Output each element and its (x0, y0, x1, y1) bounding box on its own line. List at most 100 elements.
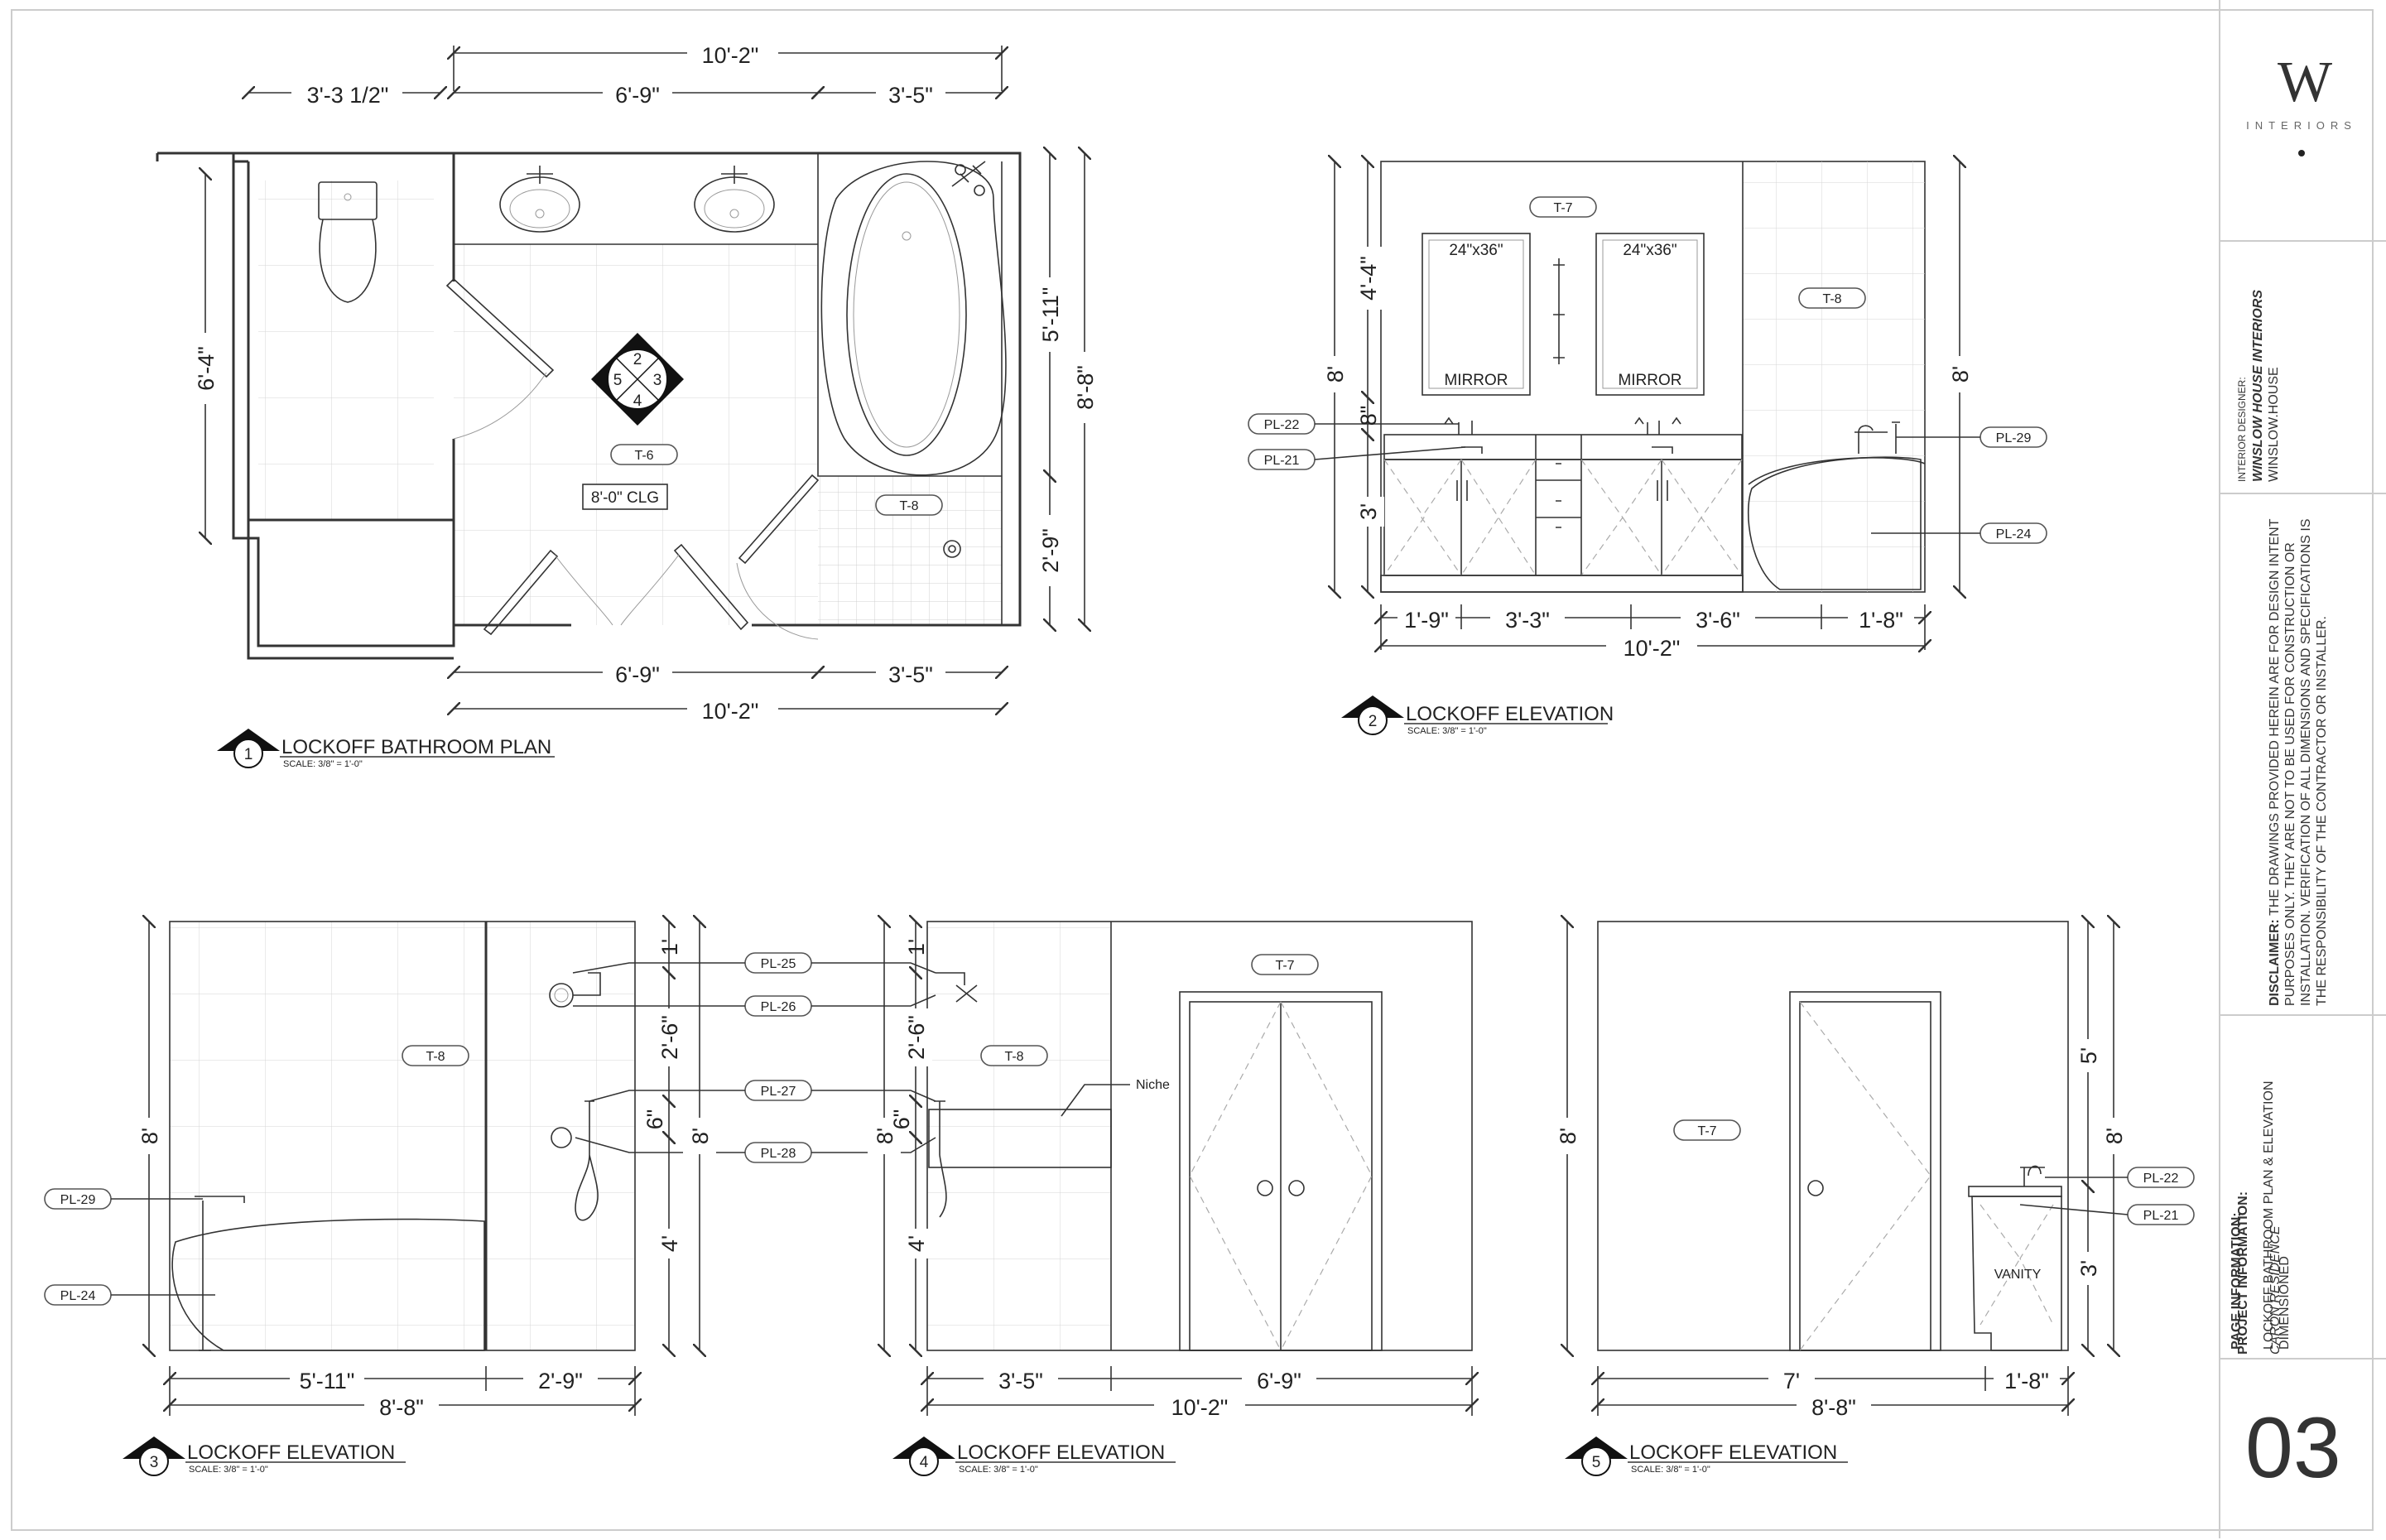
elev3-tub-filler (195, 1196, 245, 1351)
plan-shower-drain (943, 540, 961, 558)
plan-title: LOCKOFF BATHROOM PLAN (281, 736, 551, 758)
plan-sink-left (499, 166, 580, 233)
elev5-title: LOCKOFF ELEVATION (1629, 1441, 1837, 1464)
tag-pl29-elev3: PL-29 (60, 1193, 96, 1207)
elevation-2: 24"x36" MIRROR 24"x36" MIRROR (1248, 161, 2047, 736)
dim-elev2-b2: 3'-3" (1505, 608, 1550, 633)
niche (928, 1109, 1112, 1168)
dim-elev3-bottom: 8'-8" (379, 1395, 424, 1420)
plan-bathtub (820, 161, 1007, 476)
key-4: 4 (633, 392, 642, 410)
key-2: 2 (633, 351, 642, 368)
sheet-number: 03 (2245, 1400, 2341, 1496)
dim-elev2-b4: 1'-8" (1859, 608, 1903, 633)
tag-pl21-elev5: PL-21 (2143, 1209, 2179, 1223)
elev2-bathtub (1747, 421, 1926, 590)
dim-elev3-r4: 4' (657, 1235, 682, 1252)
elev5-door (1789, 991, 1941, 1351)
dim-elev2-right: 8' (1948, 366, 1973, 383)
mirror-right: 24"x36" MIRROR (1595, 233, 1705, 396)
dim-elev2-b1: 1'-9" (1404, 608, 1449, 633)
tag-t8-elev2: T-8 (1822, 292, 1841, 306)
ceiling-height-label: 8'-0" CLG (591, 489, 659, 507)
elev5-dimensions: 8' 5' 3' 8' 7' 1'-8" 8'-8" (1551, 922, 2130, 1420)
tag-t8-plan: T-8 (899, 499, 918, 513)
elev5-vanity: VANITY (1968, 1165, 2062, 1351)
elev5-scale: SCALE: 3/8" = 1'-0" (1631, 1465, 1710, 1475)
dim-elev4-l1: 1' (904, 939, 929, 955)
dim-elev2-vanity: 3' (1356, 503, 1381, 520)
elev3-view-title: 3 LOCKOFF ELEVATION SCALE: 3/8" = 1'-0" (123, 1437, 406, 1476)
elev2-title: LOCKOFF ELEVATION (1406, 703, 1614, 725)
disclaimer-label: DISCLAIMER: (2268, 919, 2282, 1006)
plan-sink-right (694, 166, 775, 233)
dim-plan-right-lower: 2'-9" (1038, 528, 1063, 573)
dim-plan-right-upper: 5'-11" (1038, 287, 1063, 343)
logo-dot-icon (2298, 150, 2305, 156)
designer-name: WINSLOW HOUSE INTERIORS (2251, 290, 2265, 482)
project-information: PROJECT INFORMATION: CARON RESIDENCE (2235, 1189, 2283, 1355)
tag-pl29-elev2: PL-29 (1996, 431, 2032, 445)
designer-info: INTERIOR DESIGNER: WINSLOW HOUSE INTERIO… (2234, 250, 2282, 482)
elevation-4: Niche T-7 T-8 8' 1' 2'-6" 6" (868, 922, 1472, 1476)
dim-plan-bottom-right: 3'-5" (888, 662, 933, 687)
plan-elevation-key: 2 3 4 5 (591, 333, 684, 426)
mirror-left-label: MIRROR (1444, 372, 1508, 389)
elev2-dimensions: 8' 4'-4" 8" 3' 8' 1'-9" 3'-3" 3'-6" 1'-8… (1318, 161, 1976, 661)
elev4-shower-head (936, 972, 978, 1003)
dim-plan-bottom-overall: 10'-2" (702, 699, 759, 724)
elev3-scale: SCALE: 3/8" = 1'-0" (189, 1465, 268, 1475)
key-3: 3 (653, 372, 662, 389)
plan-dimensions: 10'-2" 3'-3 1/2" 6'-9" 3'-5" 6'-4" 5'-11… (189, 40, 1101, 724)
elev3-title: LOCKOFF ELEVATION (187, 1441, 395, 1464)
dim-plan-top-mid: 6'-9" (615, 83, 660, 108)
dim-elev3-r2: 2'-6" (657, 1015, 682, 1060)
tag-t6: T-6 (634, 449, 653, 463)
dim-elev4-left-overall: 8' (873, 1128, 897, 1144)
vanity-cabinet (1380, 416, 1744, 593)
dim-plan-top-left: 3'-3 1/2" (307, 83, 389, 108)
elev3-dimensions: 8' 1' 2'-6" 6" 4' 8' 5'-11" 2'-9" 8'-8" (132, 922, 716, 1420)
elev3-shower-head (549, 972, 601, 1008)
tag-t8-elev3: T-8 (426, 1050, 445, 1064)
dim-elev3-left: 8' (137, 1128, 162, 1144)
disclaimer: DISCLAIMER: THE DRAWINGS PROVIDED HEREIN… (2267, 509, 2330, 1006)
mirror-left-size: 24"x36" (1449, 242, 1503, 259)
dim-elev2-backsplash: 8" (1356, 406, 1381, 426)
mirror-left: 24"x36" MIRROR (1421, 233, 1531, 396)
tag-pl22-elev5: PL-22 (2143, 1172, 2179, 1186)
dim-plan-top-right: 3'-5" (888, 83, 933, 108)
project-name: CARON RESIDENCE (2268, 1225, 2283, 1355)
tag-t7-elev4: T-7 (1275, 959, 1294, 973)
dim-elev5-r-lower: 3' (2076, 1260, 2101, 1277)
elev5-view-title: 5 LOCKOFF ELEVATION SCALE: 3/8" = 1'-0" (1565, 1437, 1848, 1476)
plan-scale: SCALE: 3/8" = 1'-0" (283, 759, 363, 769)
tag-t8-elev4: T-8 (1004, 1050, 1023, 1064)
dim-elev2-left: 8' (1323, 366, 1348, 383)
plan-pocket-doors (445, 277, 820, 640)
sheet-border (11, 9, 2374, 1531)
elev4-title: LOCKOFF ELEVATION (957, 1441, 1165, 1464)
dim-elev5-right: 8' (2102, 1128, 2127, 1144)
logo-text: INTERIORS (2246, 119, 2357, 132)
elev4-double-door (1179, 991, 1383, 1351)
dim-elev3-b1: 5'-11" (300, 1369, 355, 1393)
dim-elev4-bottom: 10'-2" (1171, 1395, 1229, 1420)
sconce (1553, 258, 1565, 364)
dim-elev2-bottom: 10'-2" (1624, 636, 1681, 661)
dim-plan-top-overall: 10'-2" (702, 43, 759, 68)
tag-pl21-elev2: PL-21 (1264, 454, 1300, 468)
designer-cell (2220, 240, 2386, 494)
dim-elev3-r1: 1' (657, 939, 682, 955)
elev2-scale: SCALE: 3/8" = 1'-0" (1407, 726, 1487, 736)
dim-elev5-left: 8' (1556, 1128, 1580, 1144)
designer-label: INTERIOR DESIGNER: (2236, 377, 2248, 482)
project-label: PROJECT INFORMATION: (2236, 1191, 2250, 1355)
elevation-5: VANITY T-7 PL-22 PL-21 8' 5' 3' 8' 7' (1551, 922, 2195, 1476)
niche-label: Niche (1136, 1078, 1170, 1092)
dim-plan-right-overall: 8'-8" (1073, 365, 1098, 410)
dim-elev4-l3: 6" (889, 1109, 914, 1130)
dim-elev3-right: 8' (688, 1128, 713, 1144)
dim-elev5-b2: 1'-8" (2004, 1369, 2049, 1393)
